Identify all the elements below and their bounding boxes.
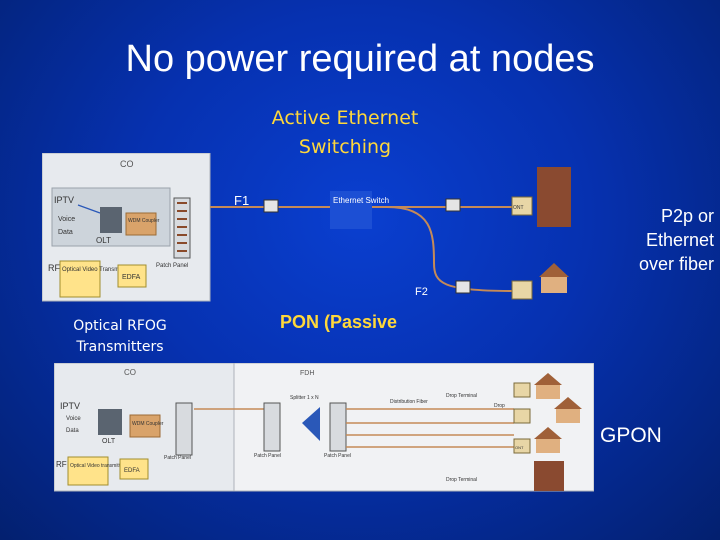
active-ethernet-label: Active Ethernet Switching [250,104,440,162]
house-body-1 [536,385,560,399]
ont-1 [513,382,531,398]
ont-house [511,280,533,300]
ont-building [511,196,533,216]
pon-label: PON (Passive [280,312,398,332]
wdm-box-top [125,212,157,236]
ethernet-switch-label: Ethernet Switch [333,196,389,205]
patch-ports-top [177,202,187,252]
fdh-label-bottom: FDH [300,370,314,377]
rf-label-top: RF [48,263,60,273]
rfog-label: Optical RFOG Transmitters [50,316,190,358]
olt-label-bottom: OLT [102,438,116,445]
splitter-label: Splitter 1 x N [290,395,319,401]
patch-panel-label-2: Patch Panel [254,453,281,459]
patch-panel-label-3: Patch Panel [324,453,351,459]
voice-label-bottom: Voice [66,416,81,422]
drop-terminal-label-2: Drop Terminal [446,477,477,483]
olt-device-top [100,207,122,233]
connector-f1 [263,199,279,213]
gpon-diagram: CO FDH IPTV Voice Data OLT WDM Coupler P… [54,363,594,492]
optical-tx-label-bottom: Optical Video transmitter [70,463,125,469]
drop-label: Drop [494,403,505,409]
edfa-box-bottom [119,458,149,480]
optical-tx-box-top [59,260,101,298]
patch-rack-1 [175,402,193,456]
distribution-fibers [346,408,514,448]
patch-panel-label-1: Patch Panel [164,455,191,461]
ont-2 [513,408,531,424]
gpon-label: GPON [600,424,662,447]
co-label-top: CO [120,159,134,169]
distribution-fiber-label: Distribution Fiber [390,399,428,405]
drop-terminal-label-1: Drop Terminal [446,393,477,399]
data-label-bottom: Data [66,428,79,434]
slide-title: No power required at nodes [125,38,595,80]
ont-3 [513,438,531,454]
active-ethernet-line1: Active Ethernet [271,107,419,129]
wdm-label-bottom: WDM Coupler [132,421,164,427]
wdm-label-top: WDM Coupler [128,218,160,224]
house-roof-1 [534,373,562,385]
active-ethernet-diagram: CO IPTV Voice Data OLT WDM Coupler Patch… [42,153,571,302]
iptv-label-top: IPTV [54,195,74,205]
office-building [537,167,571,227]
office-building-bottom [534,461,564,491]
optical-tx-box-bottom [67,456,109,486]
voice-label-top: Voice [58,216,75,223]
data-label-top: Data [58,229,73,236]
edfa-label-bottom: EDFA [124,468,140,474]
patch-rack-2 [263,402,281,452]
fiber-f2 [386,206,513,292]
patch-rack-3 [329,402,347,452]
edfa-box-top [117,264,147,288]
rfog-line1: Optical RFOG [73,318,167,334]
co-label-bottom: CO [124,368,136,377]
ethernet-switch-box [330,191,372,229]
splitter-shape [302,407,320,441]
connector-f2 [455,280,471,294]
olt-device-bottom [98,409,122,435]
p2p-note: P2p or Ethernet over fiber [600,204,714,276]
rfog-line2: Transmitters [76,339,164,355]
house-roof [539,263,569,277]
p2p-note-line2: Ethernet [645,230,714,250]
house-body-3 [536,439,560,453]
f2-label: F2 [415,286,428,298]
iptv-label-bottom: IPTV [60,401,80,411]
active-ethernet-line2: Switching [298,136,392,158]
iptv-arrow-top [77,204,101,214]
ont-label-building: ONT [513,205,524,211]
olt-label-top: OLT [96,236,111,245]
wdm-box-bottom [129,414,161,438]
house-body-2 [556,409,580,423]
edfa-label-top: EDFA [122,274,141,281]
ont-label-bottom: ONT [515,445,524,450]
p2p-note-line1: P2p or [660,206,714,226]
patch-panel-label-top: Patch Panel [156,263,188,269]
house-body [541,277,567,293]
optical-tx-label-top: Optical Video Transmitter [62,267,129,273]
house-roof-3 [534,427,562,439]
p2p-note-line3: over fiber [638,254,714,274]
house-roof-2 [554,397,582,409]
connector-switch-out [445,198,461,212]
rf-label-bottom: RF [56,460,67,469]
f1-label: F1 [234,193,249,208]
